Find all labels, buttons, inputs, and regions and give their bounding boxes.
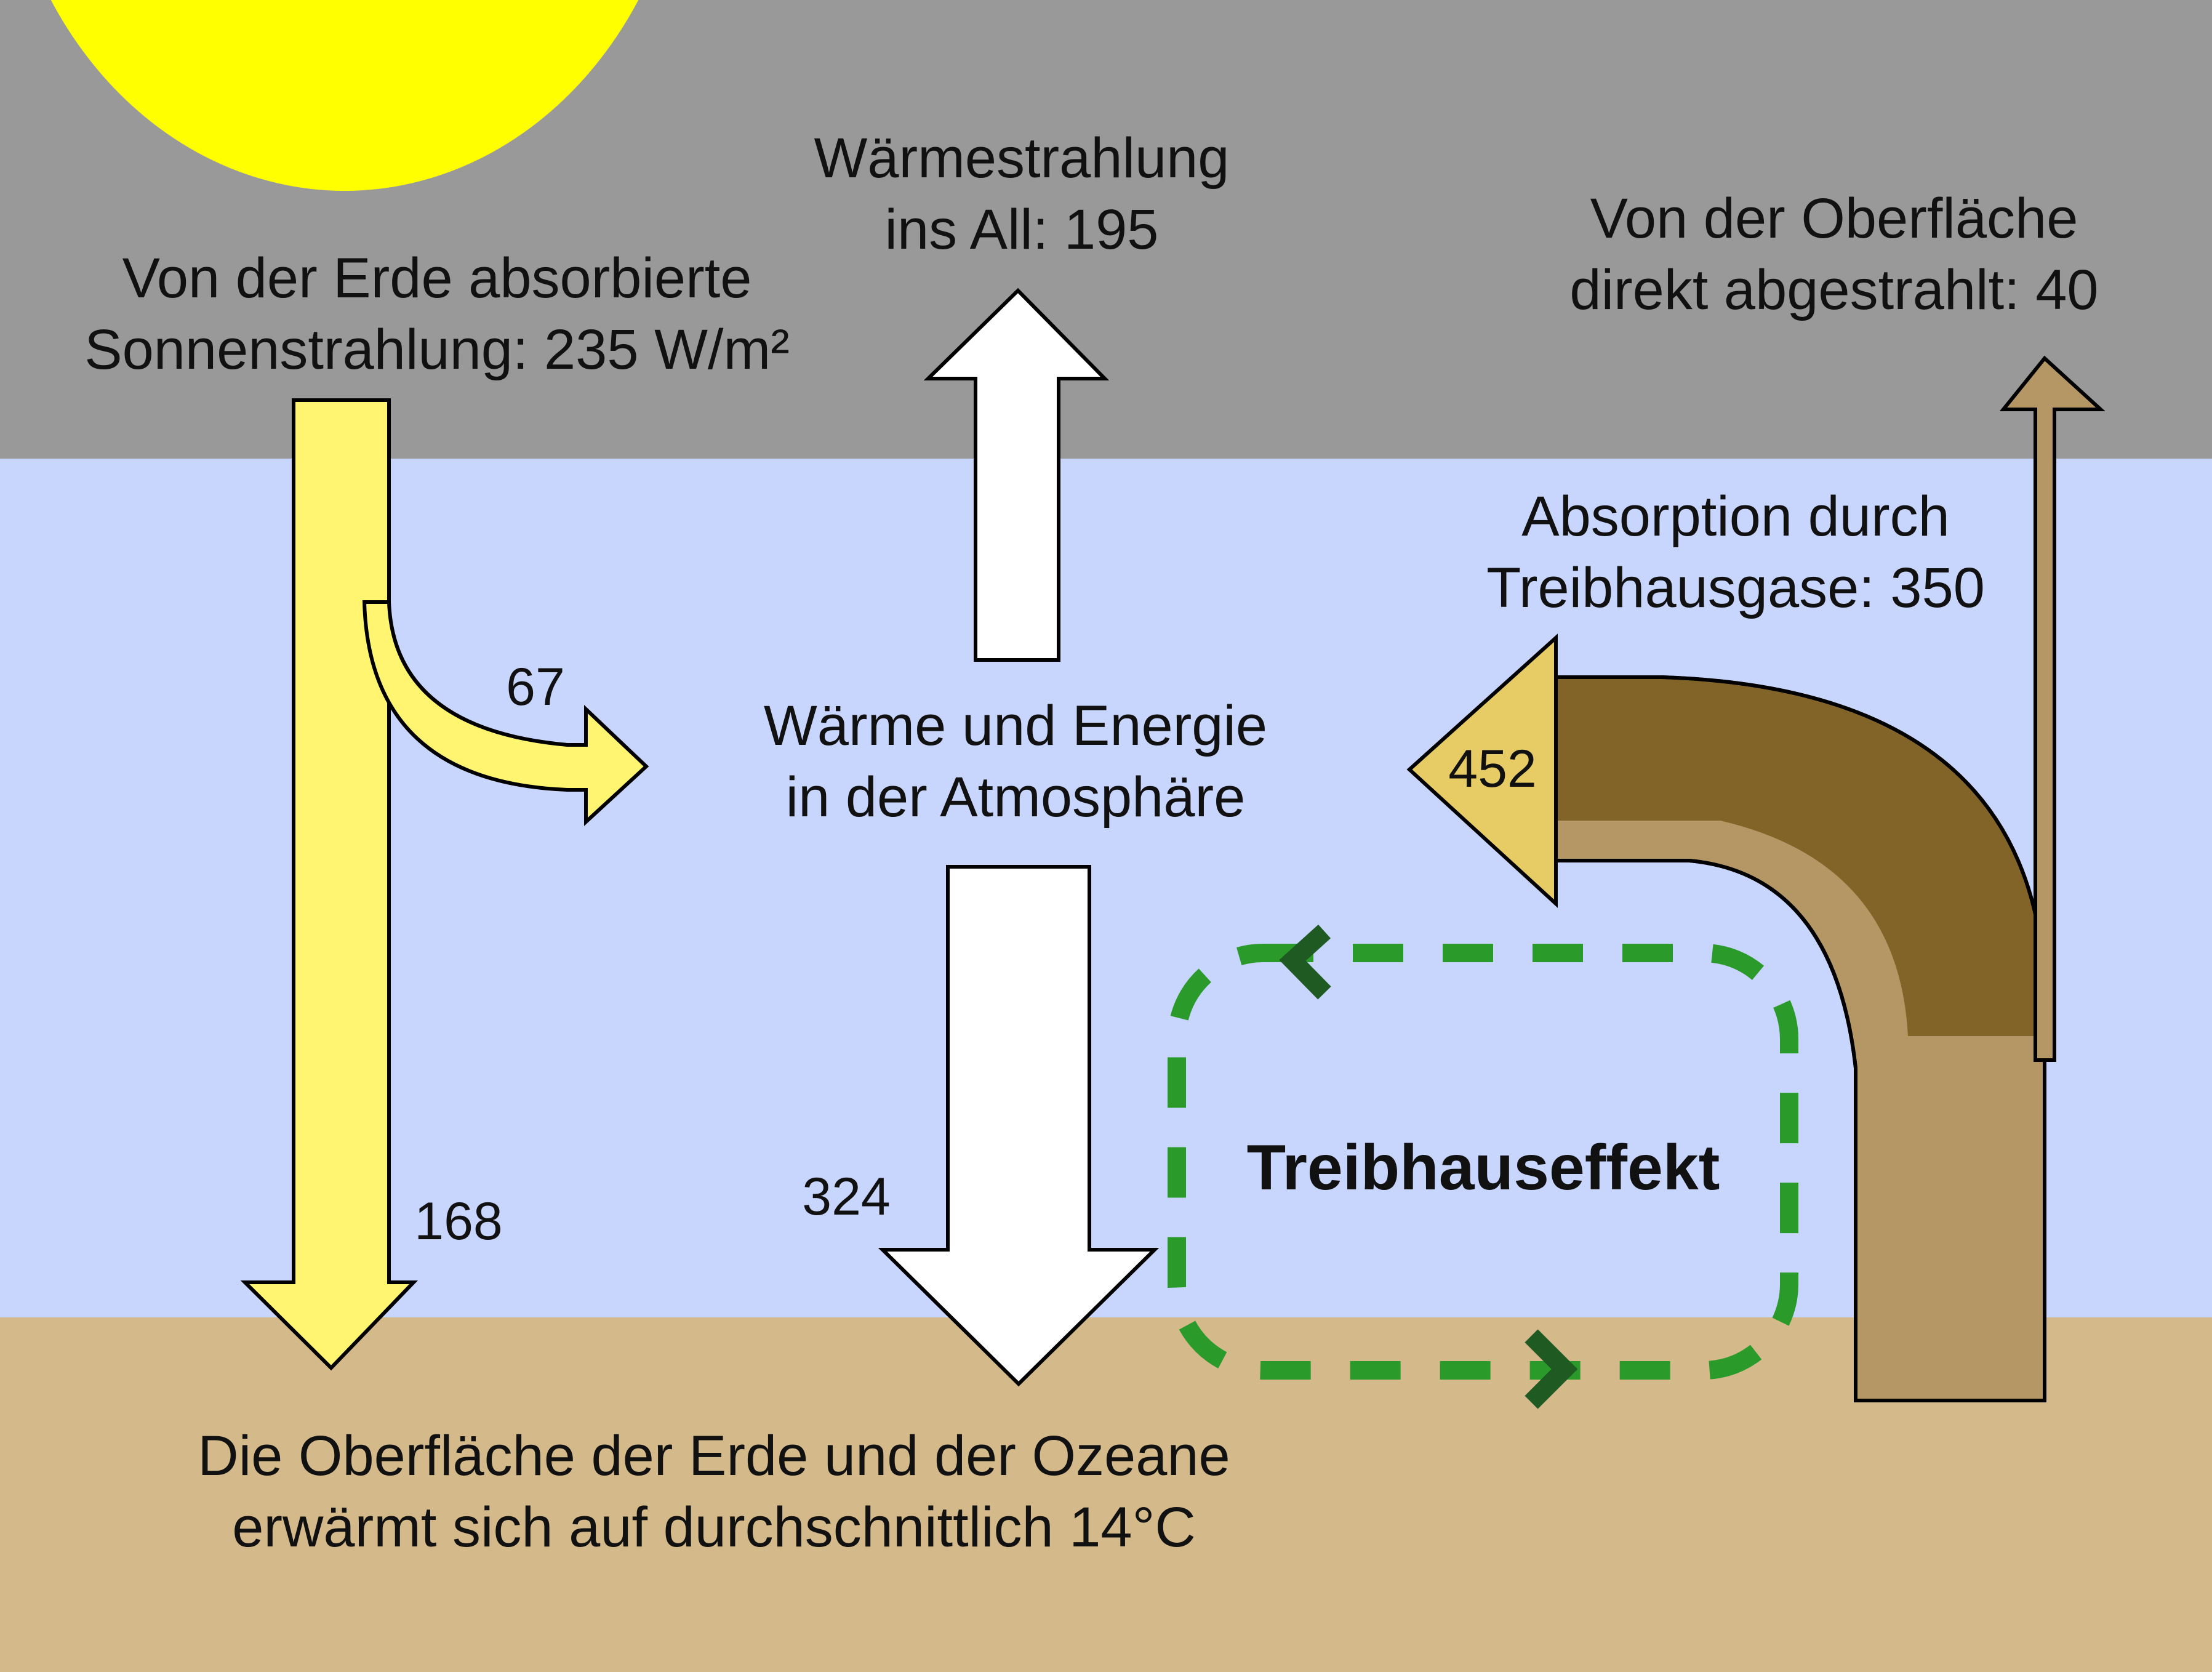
radiation-to-space-arrow [923, 287, 1110, 662]
greenhouse-loop [1168, 944, 1798, 1380]
solar-absorbed-label: Von der Erde absorbierte Sonnenstrahlung… [25, 243, 849, 386]
surface-line1: Die Oberfläche der Erde und der Ozeane [198, 1425, 1230, 1487]
direct-surface-line2: direkt abgestrahlt: 40 [1569, 258, 2099, 321]
greenhouse-effect-label: Treibhauseffekt [1246, 1132, 1720, 1204]
sun-icon [50, 0, 639, 191]
ghg-absorption-label: Absorption durch Treibhausgase: 350 [1409, 481, 2062, 624]
ghg-absorption-line1: Absorption durch [1521, 485, 1950, 548]
ghg-absorption-arrowhead [1406, 633, 1558, 908]
space-radiation-line1: Wärmestrahlung [814, 127, 1230, 190]
value-324: 324 [802, 1167, 891, 1226]
surface-label: Die Oberfläche der Erde und der Ozeane e… [98, 1421, 1329, 1564]
surface-line2: erwärmt sich auf durchschnittlich 14°C [232, 1495, 1196, 1559]
solar-absorbed-line1: Von der Erde absorbierte [122, 247, 752, 310]
solar-branch-arrow [362, 600, 649, 826]
direct-surface-label: Von der Oberfläche direkt abgestrahlt: 4… [1502, 183, 2166, 326]
atmosphere-label: Wärme und Energie in der Atmosphäre [695, 691, 1336, 834]
value-452: 452 [1448, 739, 1537, 798]
loop-chevron-left-icon [1279, 924, 1331, 1000]
space-radiation-line2: ins All: 195 [884, 198, 1159, 261]
direct-surface-radiation-arrow [1999, 355, 2106, 1062]
atmosphere-line1: Wärme und Energie [763, 694, 1268, 757]
surface-band [0, 1317, 2212, 1672]
ghg-absorbed-band [1556, 679, 2043, 1036]
value-67: 67 [506, 657, 565, 717]
solar-absorbed-line2: Sonnenstrahlung: 235 W/m² [84, 318, 790, 381]
loop-chevron-right-icon [1525, 1329, 1578, 1409]
ghg-absorption-line2: Treibhausgase: 350 [1486, 556, 1985, 619]
atmosphere-line2: in der Atmosphäre [785, 765, 1246, 829]
direct-surface-line1: Von der Oberfläche [1590, 187, 2078, 250]
value-168: 168 [414, 1192, 503, 1251]
space-radiation-label: Wärmestrahlung ins All: 195 [714, 123, 1329, 266]
back-radiation-arrow [878, 865, 1160, 1387]
